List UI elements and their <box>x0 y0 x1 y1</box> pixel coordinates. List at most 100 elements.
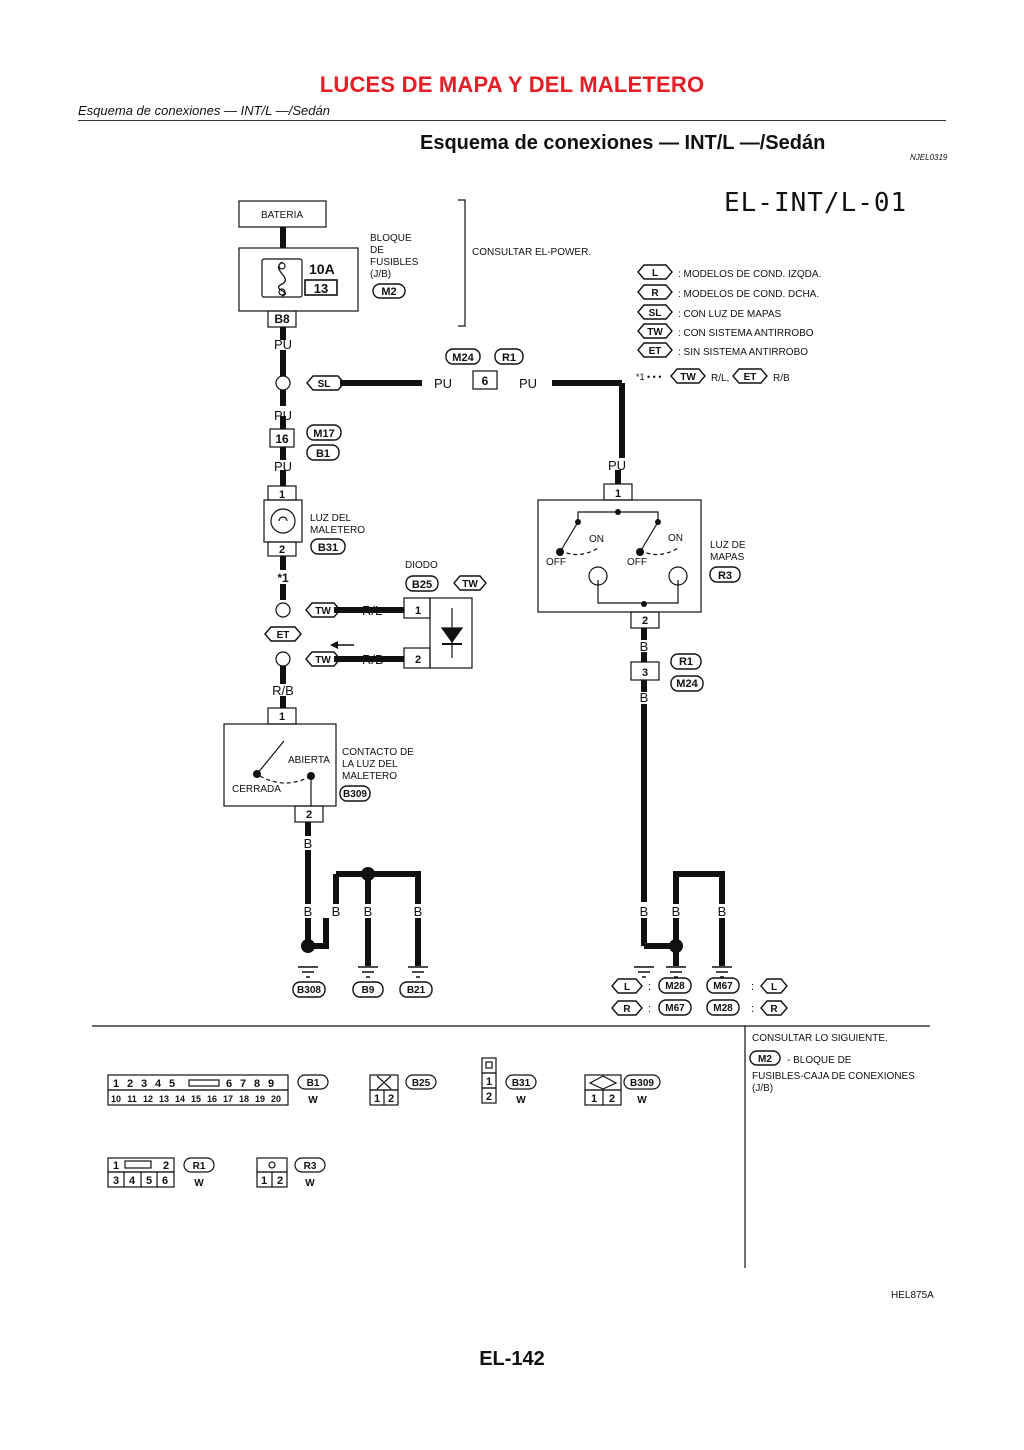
face-b1-pin-20: 20 <box>271 1094 281 1104</box>
map-lamp-label-1: LUZ DE <box>710 540 746 551</box>
ground-r-m67: M67 <box>665 1003 685 1014</box>
note-et-code: ET <box>744 372 757 383</box>
face-b1-pin-6: 6 <box>226 1078 232 1090</box>
face-b31-color: W <box>516 1095 526 1106</box>
face-b31-pin-1: 1 <box>486 1076 492 1088</box>
diode-pin-2: 2 <box>415 654 421 666</box>
ground-r-colon: : <box>648 1003 651 1015</box>
page-number: EL-142 <box>479 1348 545 1370</box>
ground-r-code-2: R <box>770 1004 778 1015</box>
figure-code: HEL875A <box>891 1290 934 1301</box>
face-b1-pin-13: 13 <box>159 1094 169 1104</box>
face-b1-pin-17: 17 <box>223 1094 233 1104</box>
trunk-light-pin-1: 1 <box>279 489 285 501</box>
trunk-switch-label-1: CONTACTO DE <box>342 747 414 758</box>
conn-r1: R1 <box>679 656 693 668</box>
conn-r1-top: R1 <box>502 352 516 364</box>
face-b1-color: W <box>308 1095 318 1106</box>
fuse-block-line-2: DE <box>370 245 384 256</box>
face-b1-pin-7: 7 <box>240 1078 246 1090</box>
face-r1-pin-6: 6 <box>162 1175 168 1187</box>
face-b25-id: B25 <box>412 1078 431 1089</box>
face-b31-id: B31 <box>512 1078 531 1089</box>
wire-rb-1: R/B <box>362 652 384 667</box>
conn-b1: B1 <box>316 448 330 460</box>
face-b309-pin-1: 1 <box>591 1093 597 1105</box>
legend-text-r: : MODELOS DE COND. DCHA. <box>678 289 819 300</box>
face-r1-pin-4: 4 <box>129 1175 136 1187</box>
legend-code-l: L <box>652 268 658 279</box>
section-title: Esquema de conexiones — INT/L —/Sedán <box>420 132 826 154</box>
note-tw-code: TW <box>680 372 696 383</box>
switch-closed: CERRADA <box>232 784 281 795</box>
wire-b-2: B <box>640 639 649 654</box>
reference-conn: M2 <box>758 1054 772 1065</box>
note-et-wire: R/B <box>773 373 790 384</box>
fuse-block <box>238 247 359 312</box>
trunk-switch-pin-2: 2 <box>306 809 312 821</box>
face-b1-pin-15: 15 <box>191 1094 201 1104</box>
wire-pu-6: PU <box>608 458 626 473</box>
face-b1-pin-12: 12 <box>143 1094 153 1104</box>
legend-text-tw: : CON SISTEMA ANTIRROBO <box>678 328 814 339</box>
pin-3: 3 <box>642 667 648 679</box>
trunk-light-label-1: LUZ DEL <box>310 513 352 524</box>
fuse-ampere: 10A <box>309 261 335 277</box>
ground-r-colon-2: : <box>751 1003 754 1015</box>
wire-b-8: B <box>640 904 649 919</box>
face-b25-pin-2: 2 <box>388 1093 394 1105</box>
legend-code-et: ET <box>649 346 662 357</box>
ground-b308: B308 <box>297 985 321 996</box>
option-sl: SL <box>318 379 331 390</box>
wire-b-10: B <box>718 904 727 919</box>
trunk-switch-label-3: MALETERO <box>342 771 397 782</box>
legend-text-et: : SIN SISTEMA ANTIRROBO <box>678 347 808 358</box>
face-b1-pin-3: 3 <box>141 1078 147 1090</box>
wire-b-3: B <box>640 690 649 705</box>
map-lamp-pin-1: 1 <box>615 488 621 500</box>
face-b1-pin-5: 5 <box>169 1078 175 1090</box>
switch-open: ABIERTA <box>288 755 330 766</box>
face-r1-pin-3: 3 <box>113 1175 119 1187</box>
header-rule <box>78 120 946 121</box>
wire-b-4: B <box>304 904 313 919</box>
note-marker: *1 <box>277 571 289 585</box>
ground-l-code-2: L <box>771 982 777 993</box>
pin-6: 6 <box>482 374 489 388</box>
legend-code-sl: SL <box>649 308 662 319</box>
reference-text-3: (J/B) <box>752 1083 773 1094</box>
map-lamp-pin-2: 2 <box>642 615 648 627</box>
option-et: ET <box>277 630 290 641</box>
conn-b25: B25 <box>412 579 432 591</box>
ground-r-m28: M28 <box>713 1003 733 1014</box>
ground-b21: B21 <box>407 985 426 996</box>
ground-l-colon: : <box>648 981 651 993</box>
wire-b-9: B <box>672 904 681 919</box>
ground-r-code-1: R <box>623 1004 631 1015</box>
wire-b-1: B <box>304 836 313 851</box>
trunk-switch-box <box>223 723 337 807</box>
ground-l-m67: M67 <box>713 981 733 992</box>
map-lamp-box <box>537 499 702 613</box>
fuse-number: 13 <box>314 281 328 296</box>
diode-pin-1: 1 <box>415 605 421 617</box>
face-r3-pin-1: 1 <box>261 1175 267 1187</box>
face-b1-pin-10: 10 <box>111 1094 121 1104</box>
diode-label: DIODO <box>405 560 438 571</box>
wire-b-7: B <box>414 904 423 919</box>
face-b1-pin-19: 19 <box>255 1094 265 1104</box>
face-b1-id: B1 <box>307 1078 320 1089</box>
face-b1-pin-2: 2 <box>127 1078 133 1090</box>
wire-b-6: B <box>364 904 373 919</box>
diagram-id: EL-INT/L-01 <box>724 188 908 218</box>
face-b1-pin-18: 18 <box>239 1094 249 1104</box>
face-r3-color: W <box>305 1178 315 1189</box>
face-b309-color: W <box>637 1095 647 1106</box>
conn-b309: B309 <box>343 789 367 800</box>
diode-option-tw: TW <box>462 579 478 590</box>
legend-code-r: R <box>651 288 659 299</box>
conn-m24: M24 <box>452 352 474 364</box>
face-r1-color: W <box>194 1178 204 1189</box>
